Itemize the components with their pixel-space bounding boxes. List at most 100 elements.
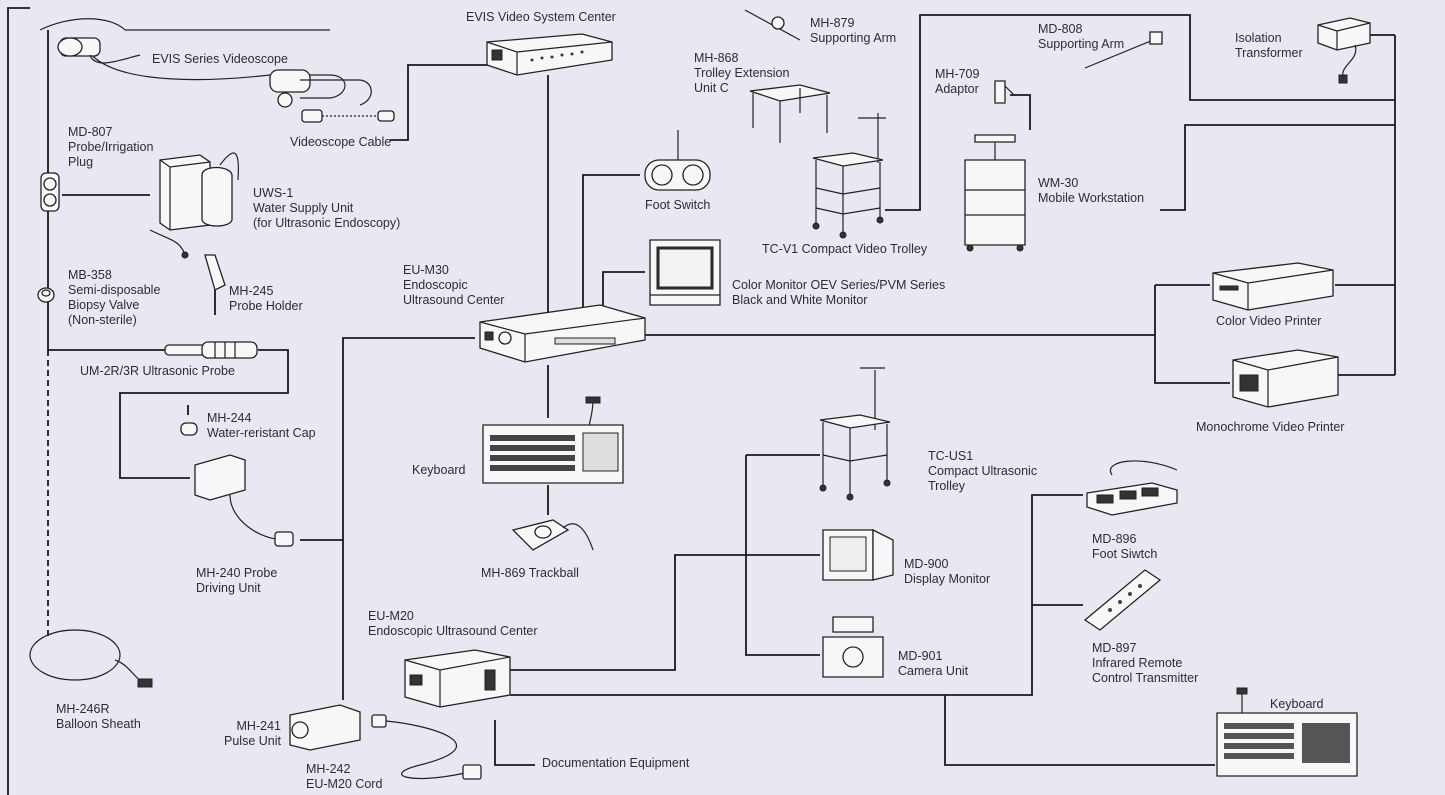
label-color-printer: Color Video Printer xyxy=(1216,314,1321,329)
label-mh869: MH-869 Trackball xyxy=(481,566,579,581)
md807-plug-illustration xyxy=(35,170,65,220)
md897-remote-illustration xyxy=(1080,565,1165,640)
wm30-workstation-illustration xyxy=(955,130,1035,260)
label-line: MH-241 xyxy=(224,719,281,734)
label-line: Monochrome Video Printer xyxy=(1196,420,1344,435)
label-line: EU-M20 Cord xyxy=(306,777,382,792)
label-line: Foot Switch xyxy=(645,198,710,213)
keyboard-illustration xyxy=(478,395,633,495)
label-line: (Non-sterile) xyxy=(68,313,160,328)
md896-foot-switch-illustration xyxy=(1082,455,1182,525)
label-keyboard2: Keyboard xyxy=(1270,697,1324,712)
label-line: MD-808 xyxy=(1038,22,1124,37)
tcus1-trolley-illustration xyxy=(815,360,900,505)
label-line: Documentation Equipment xyxy=(542,756,689,771)
label-line: MH-240 Probe xyxy=(196,566,277,581)
label-line: Pulse Unit xyxy=(224,734,281,749)
label-line: MD-807 xyxy=(68,125,153,140)
md900-monitor-illustration xyxy=(818,525,898,595)
label-line: EVIS Video System Center xyxy=(466,10,616,25)
label-tcv1: TC-V1 Compact Video Trolley xyxy=(762,242,927,257)
label-line: WM-30 xyxy=(1038,176,1144,191)
label-line: Keyboard xyxy=(1270,697,1324,712)
label-line: Plug xyxy=(68,155,153,170)
label-line: Color Video Printer xyxy=(1216,314,1321,329)
label-line: Adaptor xyxy=(935,82,979,97)
videoscope-cable-illustration xyxy=(300,100,400,135)
label-line: MH-879 xyxy=(810,16,896,31)
label-line: MD-897 xyxy=(1092,641,1198,656)
color-monitor-illustration xyxy=(645,235,725,315)
label-um2r: UM-2R/3R Ultrasonic Probe xyxy=(80,364,235,379)
isolation-transformer-illustration xyxy=(1315,15,1375,90)
label-line: TC-US1 xyxy=(928,449,1037,464)
foot-switch-illustration xyxy=(640,125,715,200)
label-mh245: MH-245Probe Holder xyxy=(229,284,303,314)
label-line: Control Transmitter xyxy=(1092,671,1198,686)
label-videoscope-cable: Videoscope Cable xyxy=(290,135,391,150)
label-line: Videoscope Cable xyxy=(290,135,391,150)
label-line: EU-M30 xyxy=(403,263,504,278)
label-line: TC-V1 Compact Video Trolley xyxy=(762,242,927,257)
label-line: Infrared Remote xyxy=(1092,656,1198,671)
label-line: UWS-1 xyxy=(253,186,400,201)
label-line: MD-896 xyxy=(1092,532,1157,547)
label-evis-center: EVIS Video System Center xyxy=(466,10,616,25)
label-line: MH-709 xyxy=(935,67,979,82)
label-line: Probe/Irrigation xyxy=(68,140,153,155)
label-line: Semi-disposable xyxy=(68,283,160,298)
label-line: Endoscopic xyxy=(403,278,504,293)
label-line: Compact Ultrasonic xyxy=(928,464,1037,479)
label-line: Biopsy Valve xyxy=(68,298,160,313)
label-keyboard1: Keyboard xyxy=(412,463,466,478)
label-line: Water Supply Unit xyxy=(253,201,400,216)
mono-printer-illustration xyxy=(1228,345,1343,420)
mh246r-sheath-illustration xyxy=(20,625,160,700)
label-line: MH-869 Trackball xyxy=(481,566,579,581)
label-line: Supporting Arm xyxy=(810,31,896,46)
mb358-valve-illustration xyxy=(36,285,56,310)
mh244-cap-illustration xyxy=(178,420,200,443)
mh240-driving-unit-illustration xyxy=(190,450,300,555)
label-evis-scope: EVIS Series Videoscope xyxy=(152,52,288,67)
mh245-holder-illustration xyxy=(200,250,230,300)
mh242-cord-illustration xyxy=(370,705,490,790)
label-line: Trolley Extension xyxy=(694,66,789,81)
uws1-illustration xyxy=(140,140,250,265)
label-line: UM-2R/3R Ultrasonic Probe xyxy=(80,364,235,379)
mh879-arm-illustration xyxy=(740,5,810,50)
label-line: Camera Unit xyxy=(898,664,968,679)
tcv1-trolley-illustration xyxy=(808,108,893,243)
label-line: Trolley xyxy=(928,479,1037,494)
label-line: Black and White Monitor xyxy=(732,293,945,308)
label-mono-printer: Monochrome Video Printer xyxy=(1196,420,1344,435)
md901-camera-illustration xyxy=(818,612,893,687)
label-documentation: Documentation Equipment xyxy=(542,756,689,771)
label-line: MD-901 xyxy=(898,649,968,664)
label-line: Transformer xyxy=(1235,46,1303,61)
label-line: Display Monitor xyxy=(904,572,990,587)
label-eum30: EU-M30EndoscopicUltrasound Center xyxy=(403,263,504,308)
label-line: Endoscopic Ultrasound Center xyxy=(368,624,538,639)
label-line: Keyboard xyxy=(412,463,466,478)
label-line: MH-245 xyxy=(229,284,303,299)
label-color-monitor: Color Monitor OEV Series/PVM SeriesBlack… xyxy=(732,278,945,308)
label-line: Mobile Workstation xyxy=(1038,191,1144,206)
label-line: Probe Holder xyxy=(229,299,303,314)
mh869-trackball-illustration xyxy=(508,510,598,570)
label-line: EU-M20 xyxy=(368,609,538,624)
label-mh244: MH-244Water-reristant Cap xyxy=(207,411,316,441)
